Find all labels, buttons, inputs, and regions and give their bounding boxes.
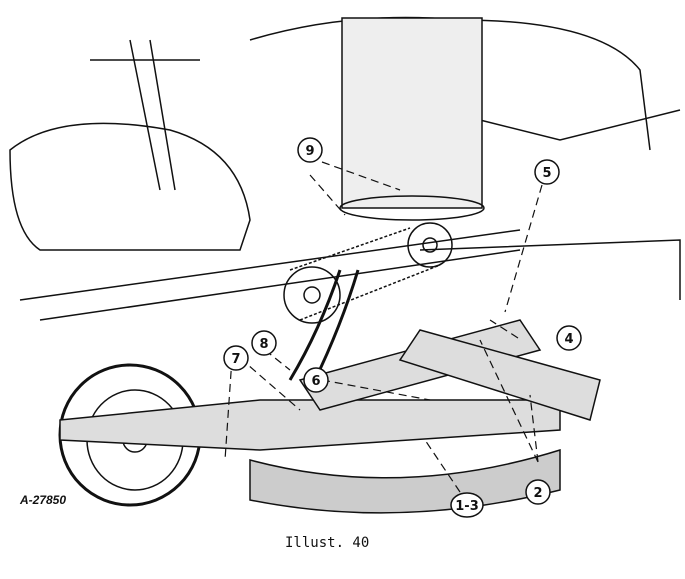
leader-line-7 xyxy=(224,357,301,461)
leader-line-2 xyxy=(479,339,539,463)
figure-caption: Illust. 40 xyxy=(285,535,370,551)
hopper-base xyxy=(339,195,485,221)
lever-column xyxy=(129,39,176,191)
callout-circle xyxy=(525,479,551,505)
leader-line-6 xyxy=(321,379,431,401)
frame xyxy=(59,399,561,451)
upper-sprocket xyxy=(407,222,453,268)
callout-4: 4 xyxy=(564,332,573,347)
figure-id: A-27850 xyxy=(20,493,67,507)
hopper xyxy=(341,17,483,209)
callout-circle xyxy=(223,345,249,371)
drive-sprocket-hub xyxy=(303,286,321,304)
frame-rail xyxy=(39,249,521,321)
frame-rail xyxy=(19,229,521,301)
leader-line-5 xyxy=(504,184,543,313)
callout-circle xyxy=(556,325,582,351)
callout-1-3: 1-3 xyxy=(455,499,479,514)
upper-sprocket-hub xyxy=(422,237,438,253)
callout-circle xyxy=(251,330,277,356)
callout-5: 5 xyxy=(542,166,551,181)
callout-circle xyxy=(534,159,560,185)
fender xyxy=(9,122,251,251)
linkage-arm xyxy=(398,329,601,421)
callout-9: 9 xyxy=(305,144,314,159)
leader-lines xyxy=(224,161,543,493)
leader-line-9 xyxy=(309,161,401,216)
leader-line-4 xyxy=(489,319,519,339)
callout-circle xyxy=(303,367,329,393)
drive-chain xyxy=(289,227,441,321)
callout-2: 2 xyxy=(533,486,542,501)
bracket xyxy=(419,239,681,300)
leader-line-1-3 xyxy=(424,439,461,493)
runner-shoe xyxy=(249,448,561,514)
callout-8: 8 xyxy=(259,337,268,352)
hood-edge xyxy=(479,109,681,141)
callout-6: 6 xyxy=(311,374,320,389)
drive-sprocket xyxy=(283,266,341,324)
callout-7: 7 xyxy=(231,352,240,367)
callout-circle xyxy=(297,137,323,163)
callout-circle xyxy=(450,492,484,518)
